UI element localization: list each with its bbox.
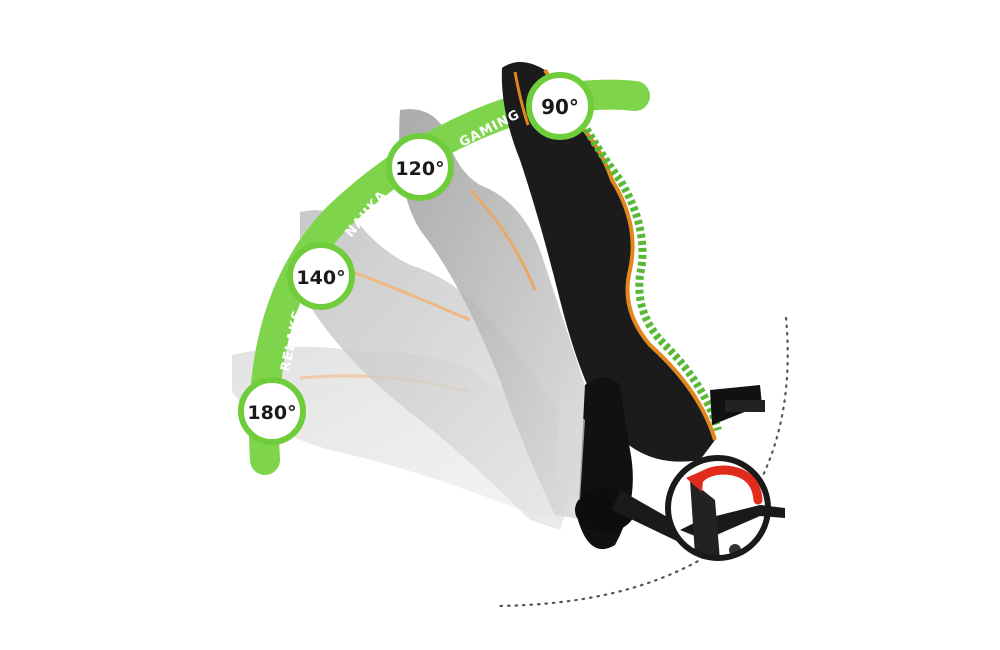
angle-badge-90: 90° (526, 72, 594, 140)
angle-label-90: 90° (541, 95, 579, 119)
recline-lever-zoom (665, 455, 785, 561)
backrest-ghost-120 (399, 109, 592, 521)
angle-badge-180: 180° (238, 377, 306, 445)
angle-label-140: 140° (296, 267, 345, 289)
rotation-guide-arc (493, 316, 789, 608)
angle-badge-120: 120° (386, 133, 454, 201)
angle-label-120: 120° (395, 158, 444, 180)
angle-label-180: 180° (247, 402, 296, 424)
angle-badge-140: 140° (287, 242, 355, 310)
rotate-arrow-icon (686, 465, 763, 505)
